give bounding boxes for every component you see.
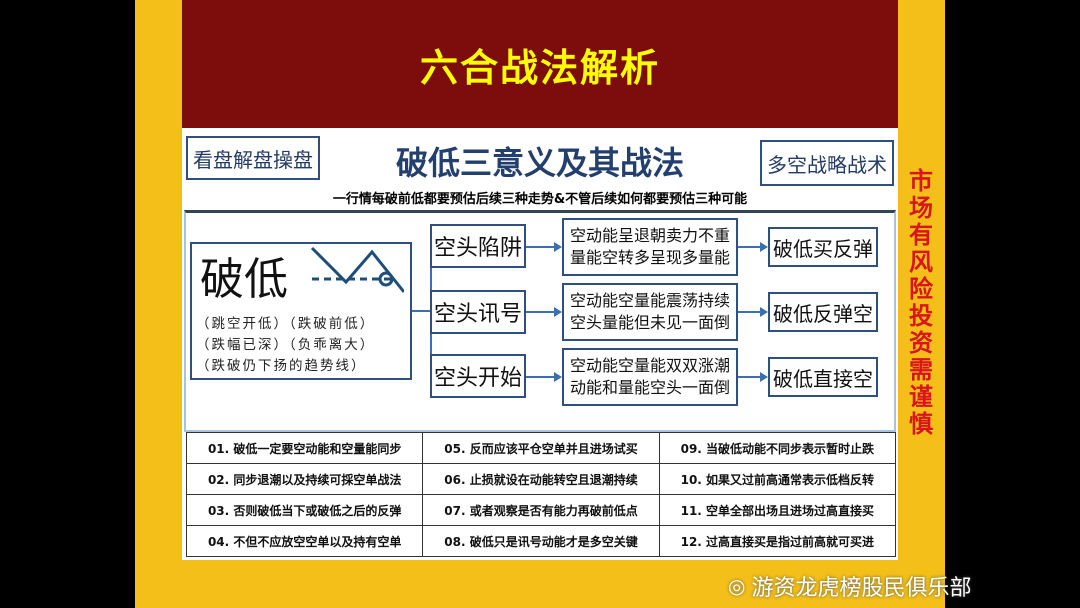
branch-result: 破低直接空 <box>768 357 878 397</box>
branch-name: 空头开始 <box>430 354 526 398</box>
branch-description: 空动能空量能双双涨潮动能和量能空头一面倒 <box>562 348 738 406</box>
source-box: 破低 （跳空开低）（跌破前低） （跌幅已深）（负乖离大） （跌破仍下扬的趋势线） <box>190 242 412 380</box>
break-low-chart-icon <box>310 246 404 293</box>
page-title: 六合战法解析 <box>419 45 660 90</box>
branch-result: 破低反弹空 <box>768 292 878 332</box>
branch-description: 空动能空量能震荡持续空头量能但未见一面倒 <box>562 283 738 341</box>
header-banner: 六合战法解析 <box>182 0 898 128</box>
connector <box>412 310 430 312</box>
source-note: （跌破仍下扬的趋势线） <box>196 358 367 374</box>
left-tag: 看盘解盘操盘 <box>186 136 320 180</box>
wechat-icon: ◎ <box>728 574 746 598</box>
risk-warning: 市场有风险 投资需谨慎 <box>909 167 933 438</box>
source-note: （跳空开低）（跌破前低） <box>196 316 376 332</box>
subtitle: 一行情每破前低都要预估后续三种走势&不管后续如何都要预估三种可能 <box>332 192 748 207</box>
source-note: （跌幅已深）（负乖离大） <box>196 337 376 353</box>
slide-title: 破低三意义及其战法 <box>395 144 684 182</box>
watermark: ◎游资龙虎榜股民俱乐部 <box>728 574 972 601</box>
branch-description: 空动能呈退朝卖力不重量能空转多呈现多量能 <box>562 218 738 276</box>
slide-content: 看盘解盘操盘 破低三意义及其战法 多空战略战术 一行情每破前低都要预估后续三种走… <box>182 128 898 560</box>
branch-result: 破低买反弹 <box>768 227 878 267</box>
branch-name: 空头陷阱 <box>430 224 526 268</box>
right-tag: 多空战略战术 <box>760 140 894 186</box>
source-label: 破低 <box>200 254 288 305</box>
branch-name: 空头讯号 <box>430 290 526 334</box>
diagram-frame <box>184 210 896 432</box>
